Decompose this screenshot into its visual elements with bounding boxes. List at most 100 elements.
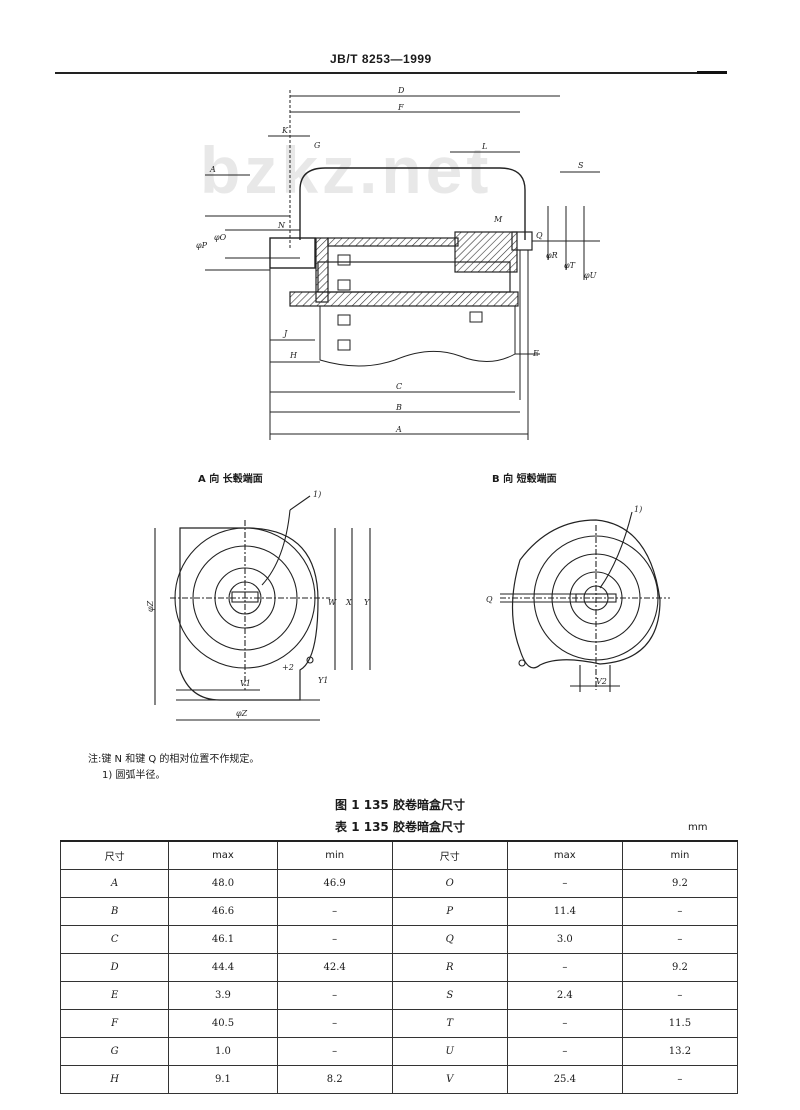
table-cell: 42.4 (276, 953, 393, 982)
table-cell: 1.0 (168, 1037, 278, 1066)
table-cell: H (59, 1065, 170, 1094)
table-cell: 11.5 (621, 1009, 739, 1038)
table-cell: S (391, 981, 508, 1010)
figure-caption: 图 1 135 胶卷暗盒尺寸 (335, 798, 465, 812)
svg-text:H: H (289, 351, 298, 360)
table-cell: 46.6 (168, 897, 278, 926)
table-cell: R (391, 953, 508, 982)
svg-text:C: C (396, 382, 402, 391)
table-cell: 25.4 (506, 1065, 623, 1094)
table-cell: – (276, 1009, 393, 1038)
table-cell: 46.1 (168, 925, 278, 954)
svg-text:V1: V1 (240, 679, 251, 688)
header-min-right: min (621, 840, 739, 870)
table-cell: – (506, 869, 623, 898)
table-row: E 3.9 – S 2.4 – (59, 981, 739, 1010)
svg-text:A: A (395, 425, 402, 434)
table-row: C 46.1 – Q 3.0 – (59, 925, 739, 954)
table-cell: 48.0 (168, 869, 278, 898)
table-cell: 9.2 (621, 869, 739, 898)
header-min-left: min (276, 840, 393, 870)
table-cell: U (391, 1037, 508, 1066)
svg-text:A: A (209, 165, 216, 174)
table-cell: 8.2 (276, 1065, 393, 1094)
table-cell: T (391, 1009, 508, 1038)
table-cell: 13.2 (621, 1037, 739, 1066)
table-row: D 44.4 42.4 R – 9.2 (59, 953, 739, 982)
table-cell: – (621, 925, 739, 954)
svg-text:φT: φT (564, 261, 576, 270)
svg-text:N: N (277, 221, 286, 230)
svg-text:Y: Y (364, 598, 370, 607)
svg-text:φP: φP (196, 241, 208, 250)
svg-text:G: G (314, 141, 321, 150)
table-cell: P (391, 897, 508, 926)
table-cell: 11.4 (506, 897, 623, 926)
table-row: H 9.1 8.2 V 25.4 – (59, 1065, 739, 1094)
figure-notes: 注:键 N 和键 Q 的相对位置不作规定。 1) 圆弧半径。 (88, 752, 259, 784)
svg-text:S: S (578, 161, 584, 170)
header-max-right: max (506, 840, 623, 870)
table-row: G 1.0 – U – 13.2 (59, 1037, 739, 1066)
table-cell: 46.9 (276, 869, 393, 898)
svg-text:V2: V2 (596, 677, 607, 686)
header-max-left: max (168, 840, 278, 870)
svg-text:D: D (397, 86, 405, 95)
table-cell: F (59, 1009, 170, 1038)
view-a-label: A 向 长毂端面 (198, 474, 263, 485)
table-cell: – (506, 953, 623, 982)
table-cell: – (276, 897, 393, 926)
table-cell: E (59, 981, 170, 1010)
view-b-label: B 向 短毂端面 (492, 474, 557, 485)
table-cell: A (59, 869, 170, 898)
dimension-table: 尺寸 max min 尺寸 max min A 48.0 46.9 O – 9.… (59, 840, 739, 1094)
cartridge-section-drawing: D F K G L S A N M Q φR φT φU φP φO J H E… (146, 86, 670, 721)
standard-number: JB/T 8253—1999 (330, 52, 432, 66)
table-header-row: 尺寸 max min 尺寸 max min (59, 840, 739, 870)
table-cell: 9.2 (621, 953, 739, 982)
svg-text:K: K (281, 126, 289, 135)
table-cell: – (621, 897, 739, 926)
svg-text:M: M (493, 215, 503, 224)
table-cell: B (59, 897, 170, 926)
table-cell: 3.0 (506, 925, 623, 954)
table-cell: – (506, 1037, 623, 1066)
table-cell: – (276, 1037, 393, 1066)
svg-text:L: L (481, 142, 487, 151)
table-cell: V (391, 1065, 508, 1094)
table-cell: C (59, 925, 170, 954)
table-cell: 2.4 (506, 981, 623, 1010)
table-row: A 48.0 46.9 O – 9.2 (59, 869, 739, 898)
table-cell: – (621, 981, 739, 1010)
svg-text:1): 1) (313, 490, 321, 499)
table-cell: 3.9 (168, 981, 278, 1010)
svg-text:φZ: φZ (146, 600, 155, 612)
table-cell: 44.4 (168, 953, 278, 982)
table-caption: 表 1 135 胶卷暗盒尺寸 (335, 820, 465, 834)
table-row: B 46.6 – P 11.4 – (59, 897, 739, 926)
svg-text:φZ: φZ (236, 709, 248, 718)
note-line-2: 1) 圆弧半径。 (102, 770, 166, 781)
header-dim-right: 尺寸 (391, 840, 508, 870)
table-cell: – (276, 925, 393, 954)
svg-text:Q: Q (486, 595, 493, 604)
svg-text:φR: φR (546, 251, 558, 260)
watermark: bzkz.net (200, 133, 493, 207)
svg-text:φU: φU (584, 271, 597, 280)
svg-text:1): 1) (634, 505, 642, 514)
svg-text:Y1: Y1 (318, 676, 328, 685)
svg-text:F: F (397, 103, 404, 112)
table-cell: G (59, 1037, 170, 1066)
table-cell: 40.5 (168, 1009, 278, 1038)
svg-text:φO: φO (214, 233, 227, 242)
svg-text:E: E (532, 349, 539, 358)
svg-text:J: J (282, 329, 288, 338)
table-cell: – (621, 1065, 739, 1094)
table-cell: Q (391, 925, 508, 954)
table-cell: O (391, 869, 508, 898)
svg-text:X: X (345, 598, 352, 607)
table-cell: D (59, 953, 170, 982)
table-cell: – (276, 981, 393, 1010)
table-row: F 40.5 – T – 11.5 (59, 1009, 739, 1038)
table-cell: 9.1 (168, 1065, 278, 1094)
